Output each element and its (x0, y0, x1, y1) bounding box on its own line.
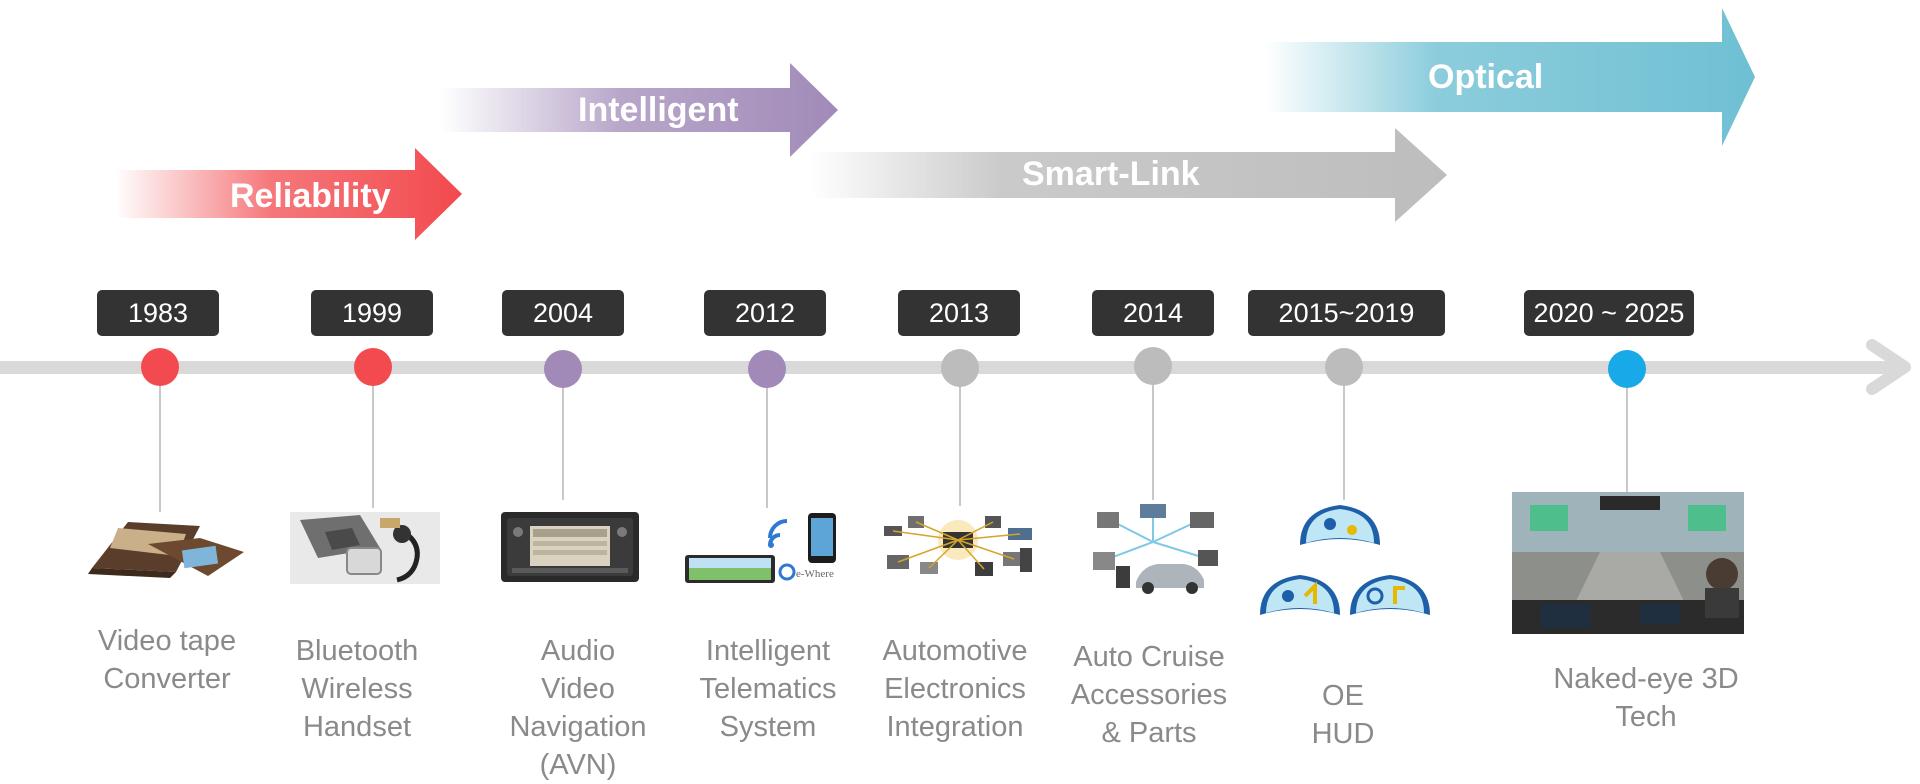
label-line: Intelligent (705, 635, 831, 667)
milestone-label-2012: Intelligent Telematics System (673, 632, 863, 746)
year-badge-2015-2019: 2015~2019 (1248, 290, 1445, 336)
label-line: Naked-eye 3D (1553, 663, 1739, 695)
smart-link-arrow (810, 128, 1447, 222)
label-line: Accessories (1070, 679, 1228, 711)
milestone-label-2020-2025: Naked-eye 3D Tech (1521, 660, 1771, 736)
label-line: Video (541, 673, 615, 705)
milestone-label-1983: Video tape Converter (72, 622, 262, 698)
label-line: Telematics (699, 673, 837, 705)
label-line: System (719, 711, 817, 743)
electronics-integration-icon (884, 516, 1032, 576)
label-line: Integration (886, 711, 1024, 743)
milestone-dot-1999 (354, 348, 392, 386)
milestone-dot-2004 (544, 350, 582, 388)
year-badge-2014: 2014 (1092, 290, 1214, 336)
milestone-label-2015-2019: OE HUD (1248, 677, 1438, 753)
label-line: Handset (302, 711, 411, 743)
intelligent-arrow (440, 63, 838, 157)
naked-eye-3d-hud-icon (1512, 492, 1744, 634)
label-line: Bluetooth (295, 635, 419, 667)
year-badge-2013: 2013 (898, 290, 1020, 336)
milestone-dot-2014 (1134, 347, 1172, 385)
label-line: Video tape (97, 625, 237, 657)
label-line: HUD (1311, 718, 1375, 750)
label-line: Tech (1615, 701, 1677, 733)
telematics-devices-icon: e-Where (685, 513, 836, 583)
milestone-dot-2015-2019 (1325, 348, 1363, 386)
label-line: Audio (540, 635, 616, 667)
milestone-label-1999: Bluetooth Wireless Handset (262, 632, 452, 746)
year-badge-2004: 2004 (502, 290, 624, 336)
label-line: (AVN) (539, 749, 617, 781)
year-badge-1999: 1999 (311, 290, 433, 336)
milestone-dot-1983 (141, 348, 179, 386)
milestone-dot-2013 (941, 349, 979, 387)
label-line: Wireless (301, 673, 413, 705)
label-line: & Parts (1101, 717, 1197, 749)
label-line: Auto Cruise (1073, 641, 1225, 673)
reliability-label: Reliability (230, 177, 391, 215)
video-tape-converter-icon (88, 522, 244, 578)
label-line: Converter (103, 663, 231, 695)
connected-car-icon (1093, 504, 1218, 594)
e-where-logo-text: e-Where (796, 568, 834, 580)
intelligent-label: Intelligent (578, 91, 739, 129)
label-line: Electronics (884, 673, 1026, 705)
year-badge-2020-2025: 2020 ~ 2025 (1524, 290, 1694, 336)
label-line: OE (1322, 680, 1364, 712)
label-line: Automotive (882, 635, 1028, 667)
year-badge-1983: 1983 (97, 290, 219, 336)
hud-display-icon (1260, 505, 1430, 615)
label-line: Navigation (509, 711, 647, 743)
milestone-dot-2012 (748, 350, 786, 388)
year-badge-2012: 2012 (704, 290, 826, 336)
milestone-label-2004: Audio Video Navigation (AVN) (483, 632, 673, 784)
timeline-arrowhead (1866, 339, 1911, 395)
milestone-label-2013: Automotive Electronics Integration (860, 632, 1050, 746)
reliability-arrow (115, 148, 462, 240)
smart-link-label: Smart-Link (1022, 155, 1200, 193)
optical-arrow (1265, 8, 1755, 146)
milestone-dot-2020-2025 (1608, 350, 1646, 388)
optical-label: Optical (1428, 58, 1544, 96)
bluetooth-handset-icon (290, 512, 440, 584)
milestone-label-2014: Auto Cruise Accessories & Parts (1054, 638, 1244, 752)
car-head-unit-icon (501, 512, 639, 582)
